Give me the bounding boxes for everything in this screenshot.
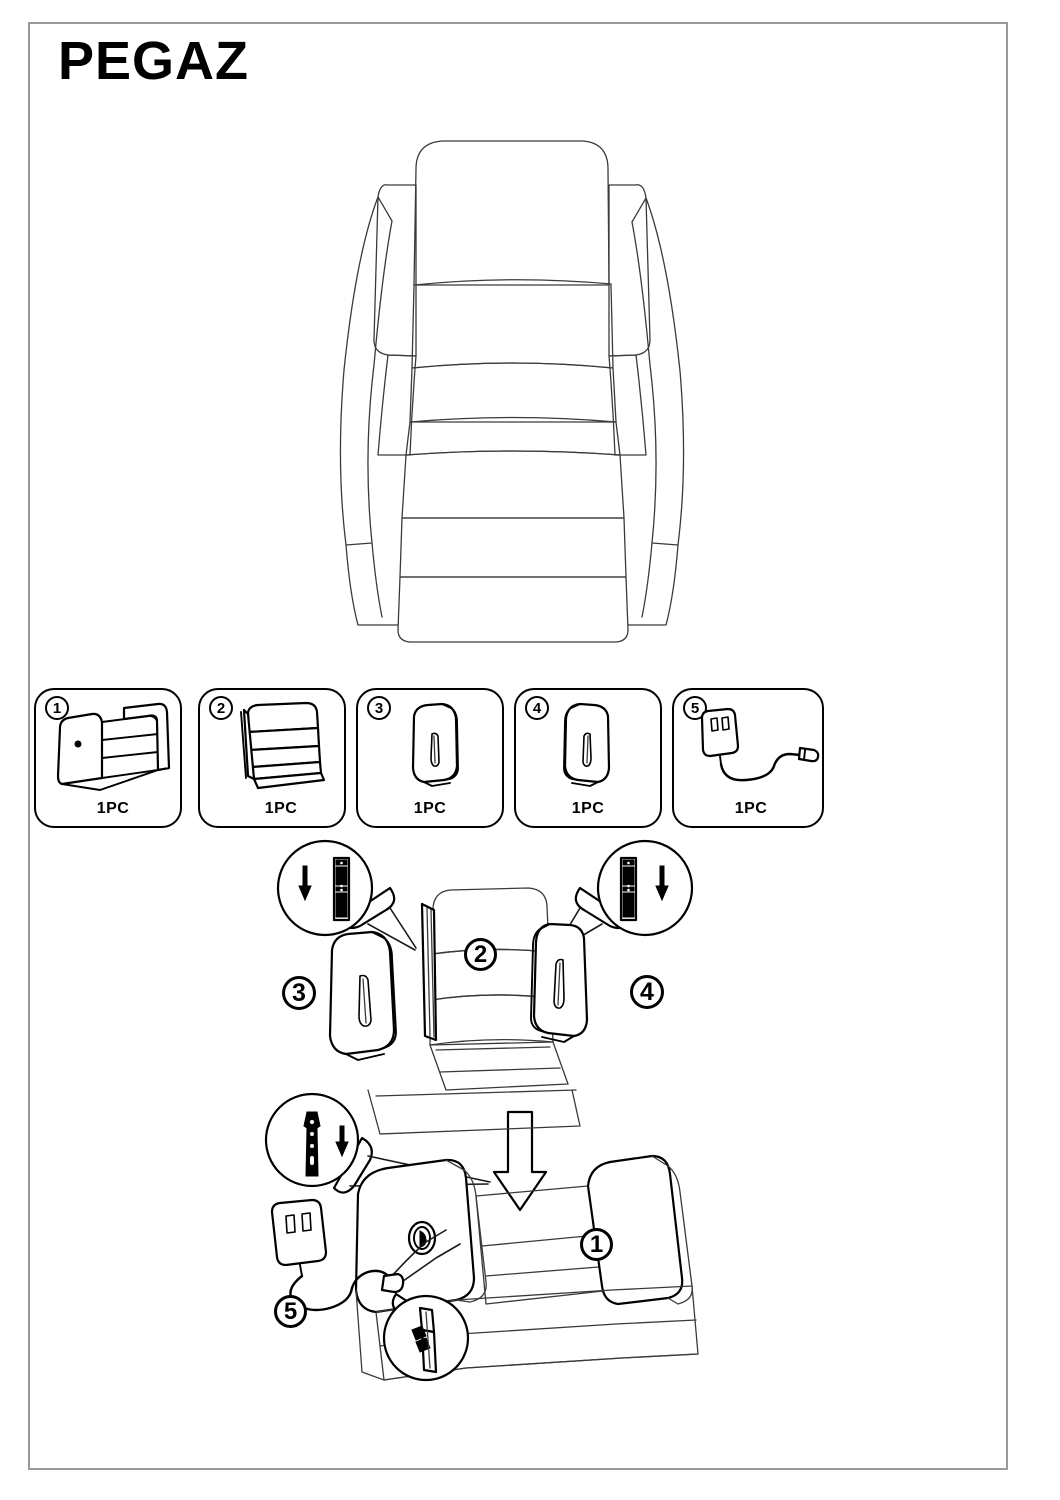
page-border (28, 22, 1008, 1470)
backrest-insertion-arrow (492, 1110, 548, 1212)
left-armrest-icon (358, 700, 502, 792)
step-badge-4: 4 (630, 975, 664, 1009)
chair-base-part (354, 1154, 699, 1381)
cable-connector-callout (382, 1292, 470, 1382)
assembly-stage-base (250, 1089, 770, 1410)
part-number-badge: 5 (683, 696, 707, 720)
backrest-part (420, 887, 569, 1091)
right-armrest-icon (516, 700, 660, 792)
assembly-stage-backrest (250, 839, 720, 1430)
part-number-badge: 3 (367, 696, 391, 720)
left-armrest-part (328, 930, 397, 1061)
part-quantity-label: 1PC (413, 800, 447, 817)
part-quantity-label: 1PC (571, 800, 605, 817)
backrest-bracket-callout (264, 1092, 373, 1194)
chair-base-icon (36, 700, 180, 792)
part-tile-5: 5 1PC (672, 688, 824, 828)
part-tile-1: 1 1PC (34, 688, 182, 828)
part-quantity-label: 1PC (96, 800, 130, 817)
part-number-badge: 2 (209, 696, 233, 720)
part-number-badge: 1 (45, 696, 69, 720)
part-number-badge: 4 (525, 696, 549, 720)
left-bracket-callout (276, 839, 396, 937)
step-badge-3: 3 (282, 976, 316, 1010)
part-quantity-label: 1PC (264, 800, 298, 817)
parts-inventory: 1 1PC 2 (34, 688, 834, 833)
part-tile-2: 2 1PC (198, 688, 346, 828)
right-armrest-part (530, 922, 589, 1043)
part-tile-4: 4 1PC (514, 688, 662, 828)
step-badge-5: 5 (274, 1295, 307, 1328)
right-bracket-callout (574, 839, 694, 937)
power-adapter-part (270, 1198, 461, 1312)
power-adapter-icon (674, 700, 822, 792)
hero-chair-illustration (330, 125, 710, 660)
backrest-icon (200, 700, 344, 792)
step-badge-2: 2 (464, 938, 497, 971)
part-quantity-label: 1PC (734, 800, 768, 817)
step-badge-1: 1 (580, 1228, 613, 1261)
page-title: PEGAZ (58, 31, 250, 91)
part-tile-3: 3 1PC (356, 688, 504, 828)
